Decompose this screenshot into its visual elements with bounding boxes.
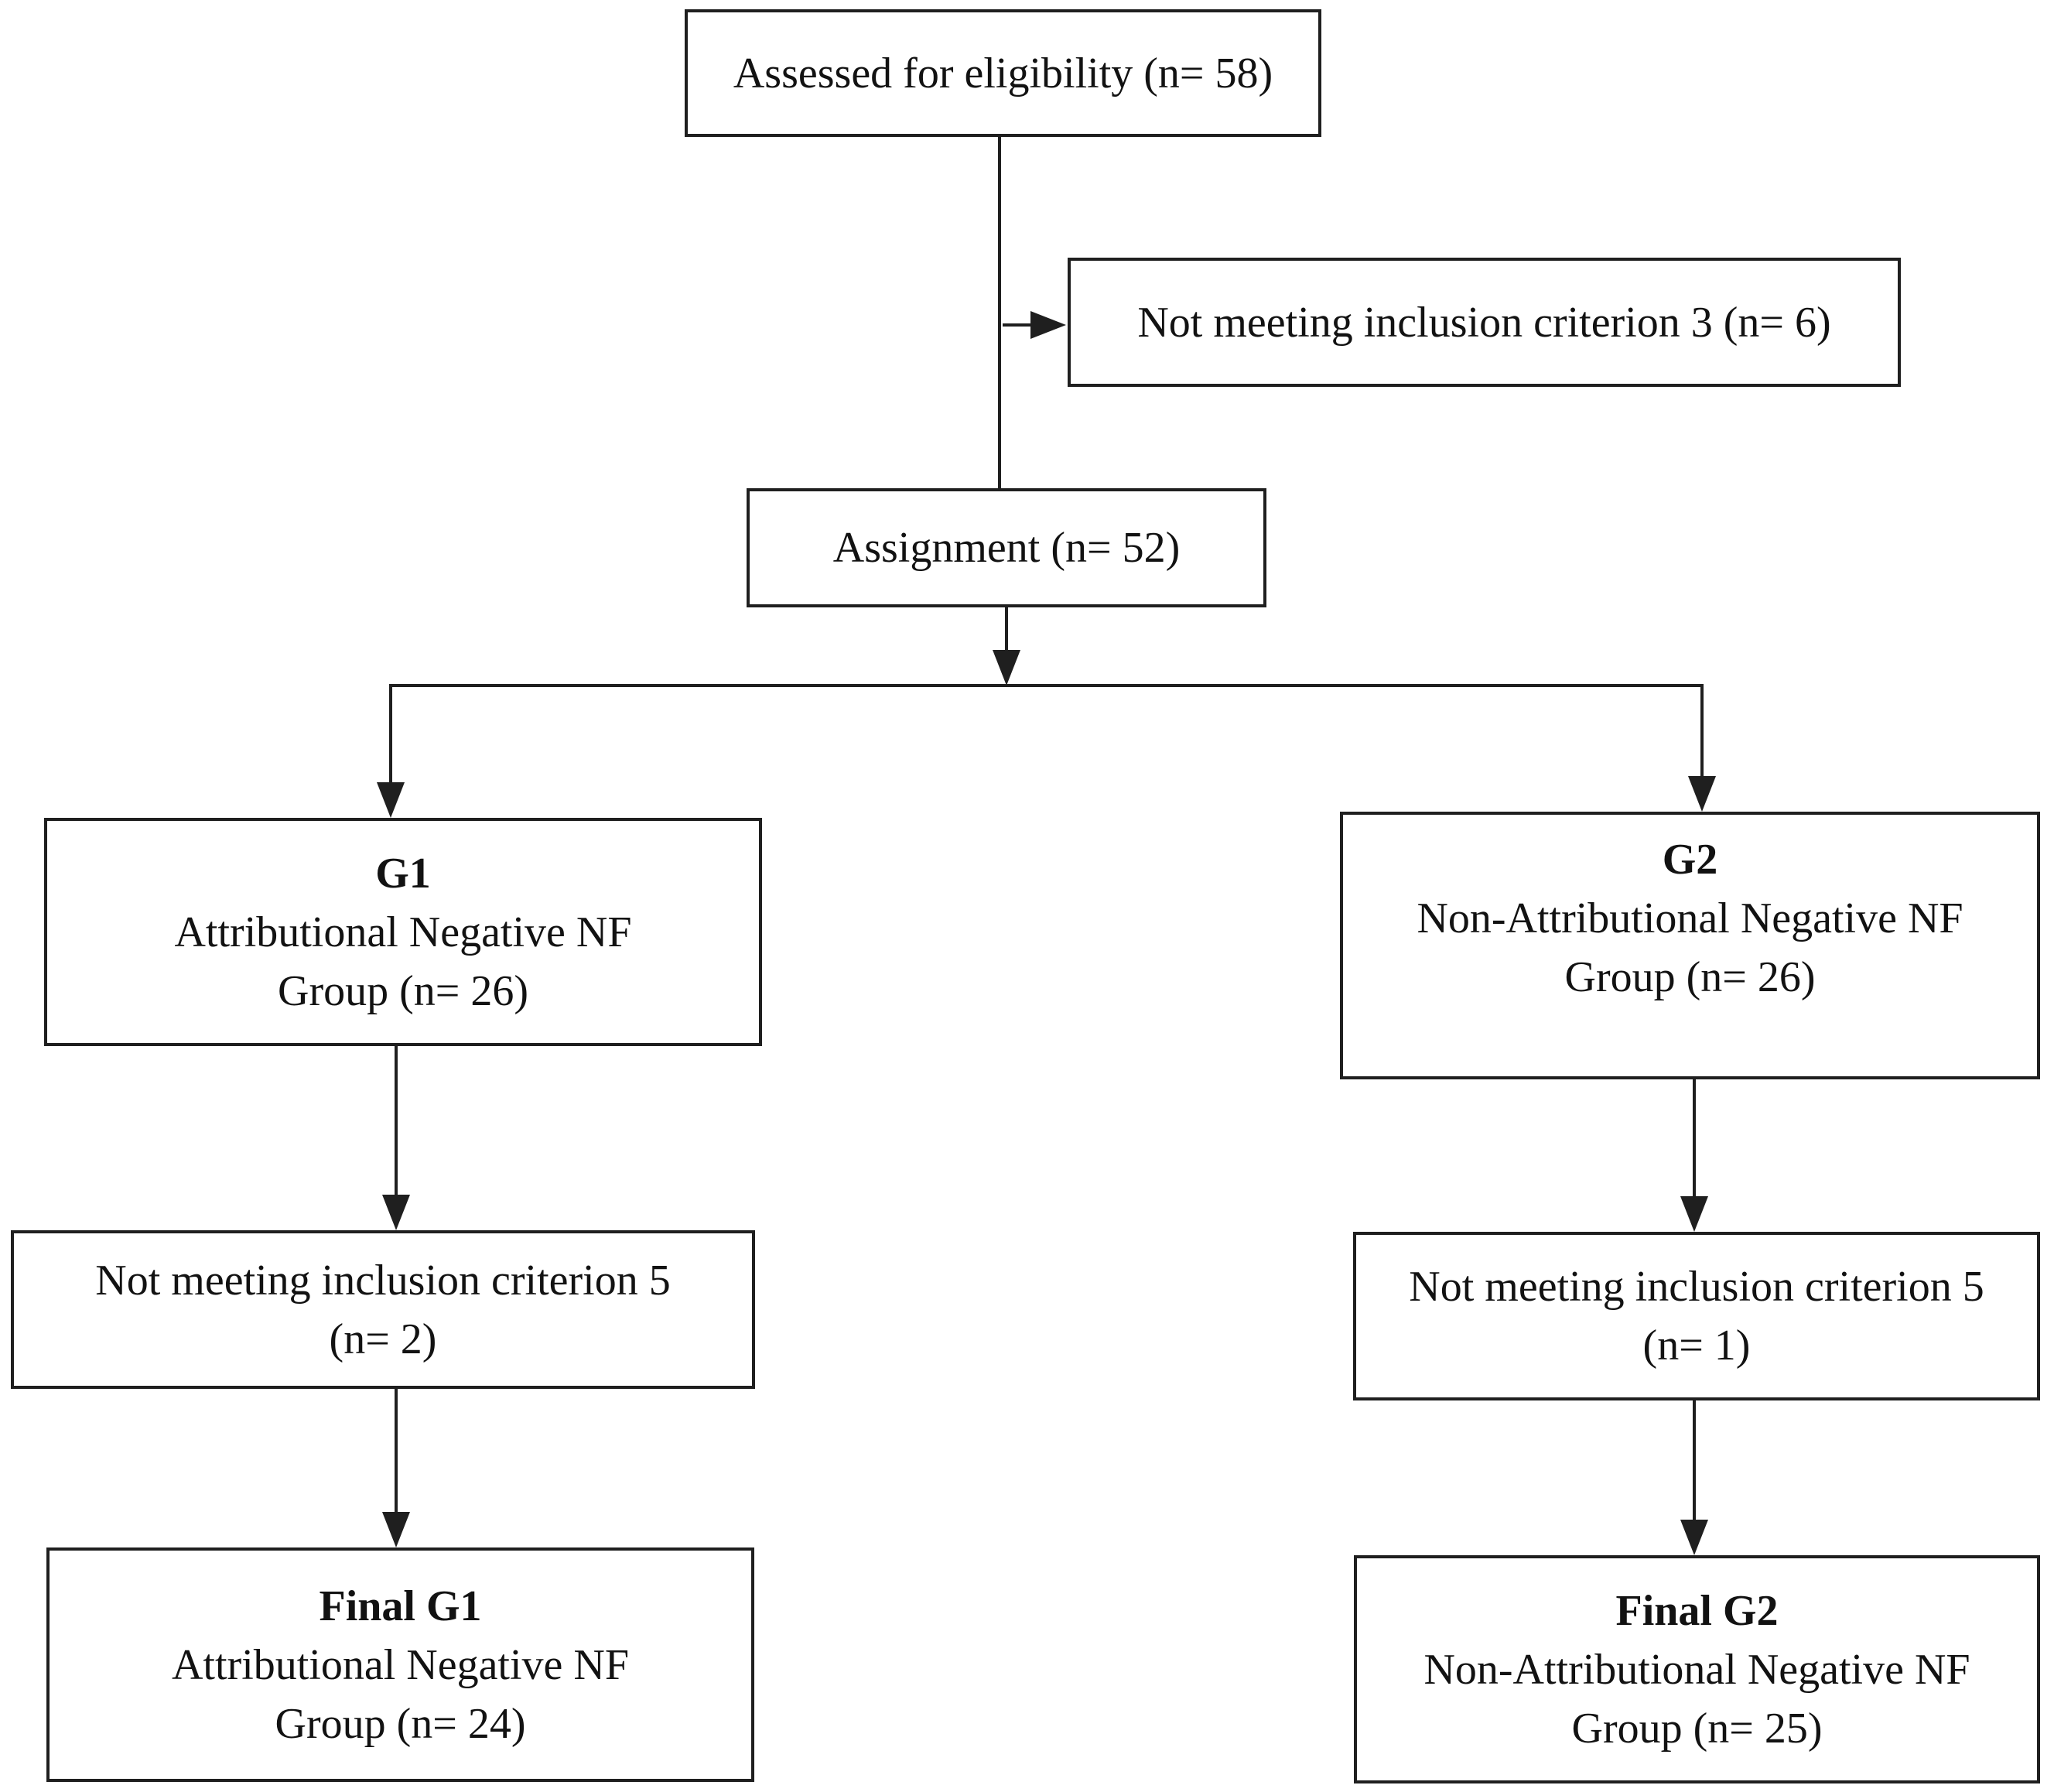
connector-exclusion-to-final-g1 (395, 1389, 398, 1513)
connector-g2-to-exclusion (1693, 1079, 1696, 1198)
assessed-label: Assessed for eligibility (n= 58) (733, 49, 1273, 97)
final-g1-count: Group (n= 24) (275, 1699, 526, 1748)
arrowhead-down-icon (382, 1512, 410, 1547)
connector-exclusion-to-final-g2 (1693, 1400, 1696, 1521)
g1-exclusion-count: (n= 2) (329, 1315, 437, 1363)
g1-exclusion-label: Not meeting inclusion criterion 5 (95, 1256, 671, 1305)
arrowhead-down-icon (1688, 776, 1716, 812)
arrowhead-down-icon (993, 650, 1020, 686)
arrowhead-down-icon (1680, 1520, 1708, 1555)
arrowhead-down-icon (377, 782, 405, 818)
assessed-box: Assessed for eligibility (n= 58) (685, 9, 1321, 137)
g1-title: G1 (375, 849, 431, 898)
not-meeting-criterion-3-label: Not meeting inclusion criterion 3 (n= 6) (1137, 298, 1831, 347)
g1-count: Group (n= 26) (278, 966, 528, 1015)
g2-exclusion-box: Not meeting inclusion criterion 5 (n= 1) (1353, 1232, 2040, 1400)
connector-g1-to-exclusion (395, 1046, 398, 1196)
g2-exclusion-count: (n= 1) (1642, 1322, 1751, 1370)
g1-exclusion-box: Not meeting inclusion criterion 5 (n= 2) (11, 1230, 755, 1389)
connector-branch-to-g1 (389, 684, 392, 785)
arrowhead-right-icon (1030, 311, 1066, 339)
final-g1-title: Final G1 (319, 1582, 482, 1630)
g1-subtitle: Attributional Negative NF (174, 908, 632, 956)
branch-line (389, 684, 1704, 687)
not-meeting-criterion-3-box: Not meeting inclusion criterion 3 (n= 6) (1068, 258, 1901, 387)
final-g2-box: Final G2 Non-Attributional Negative NF G… (1354, 1555, 2040, 1783)
connector-branch-to-g2 (1700, 684, 1704, 778)
final-g1-box: Final G1 Attributional Negative NF Group… (46, 1547, 754, 1782)
connector-to-criterion3 (1003, 323, 1034, 327)
final-g2-subtitle: Non-Attributional Negative NF (1423, 1645, 1970, 1694)
g1-box: G1 Attributional Negative NF Group (n= 2… (44, 818, 762, 1046)
final-g2-title: Final G2 (1615, 1586, 1779, 1635)
assignment-label: Assignment (n= 52) (832, 524, 1181, 572)
g2-title: G2 (1662, 836, 1718, 884)
arrowhead-down-icon (1680, 1196, 1708, 1232)
g2-exclusion-label: Not meeting inclusion criterion 5 (1409, 1263, 1984, 1311)
connector-assessed-to-assignment (998, 135, 1001, 491)
g2-subtitle: Non-Attributional Negative NF (1417, 894, 1963, 942)
g2-count: Group (n= 26) (1564, 953, 1816, 1001)
assignment-box: Assignment (n= 52) (747, 488, 1266, 607)
g2-box: G2 Non-Attributional Negative NF Group (… (1340, 812, 2040, 1079)
arrowhead-down-icon (382, 1195, 410, 1230)
connector-assignment-to-branch (1005, 606, 1008, 652)
final-g1-subtitle: Attributional Negative NF (171, 1640, 629, 1689)
final-g2-count: Group (n= 25) (1571, 1704, 1823, 1753)
